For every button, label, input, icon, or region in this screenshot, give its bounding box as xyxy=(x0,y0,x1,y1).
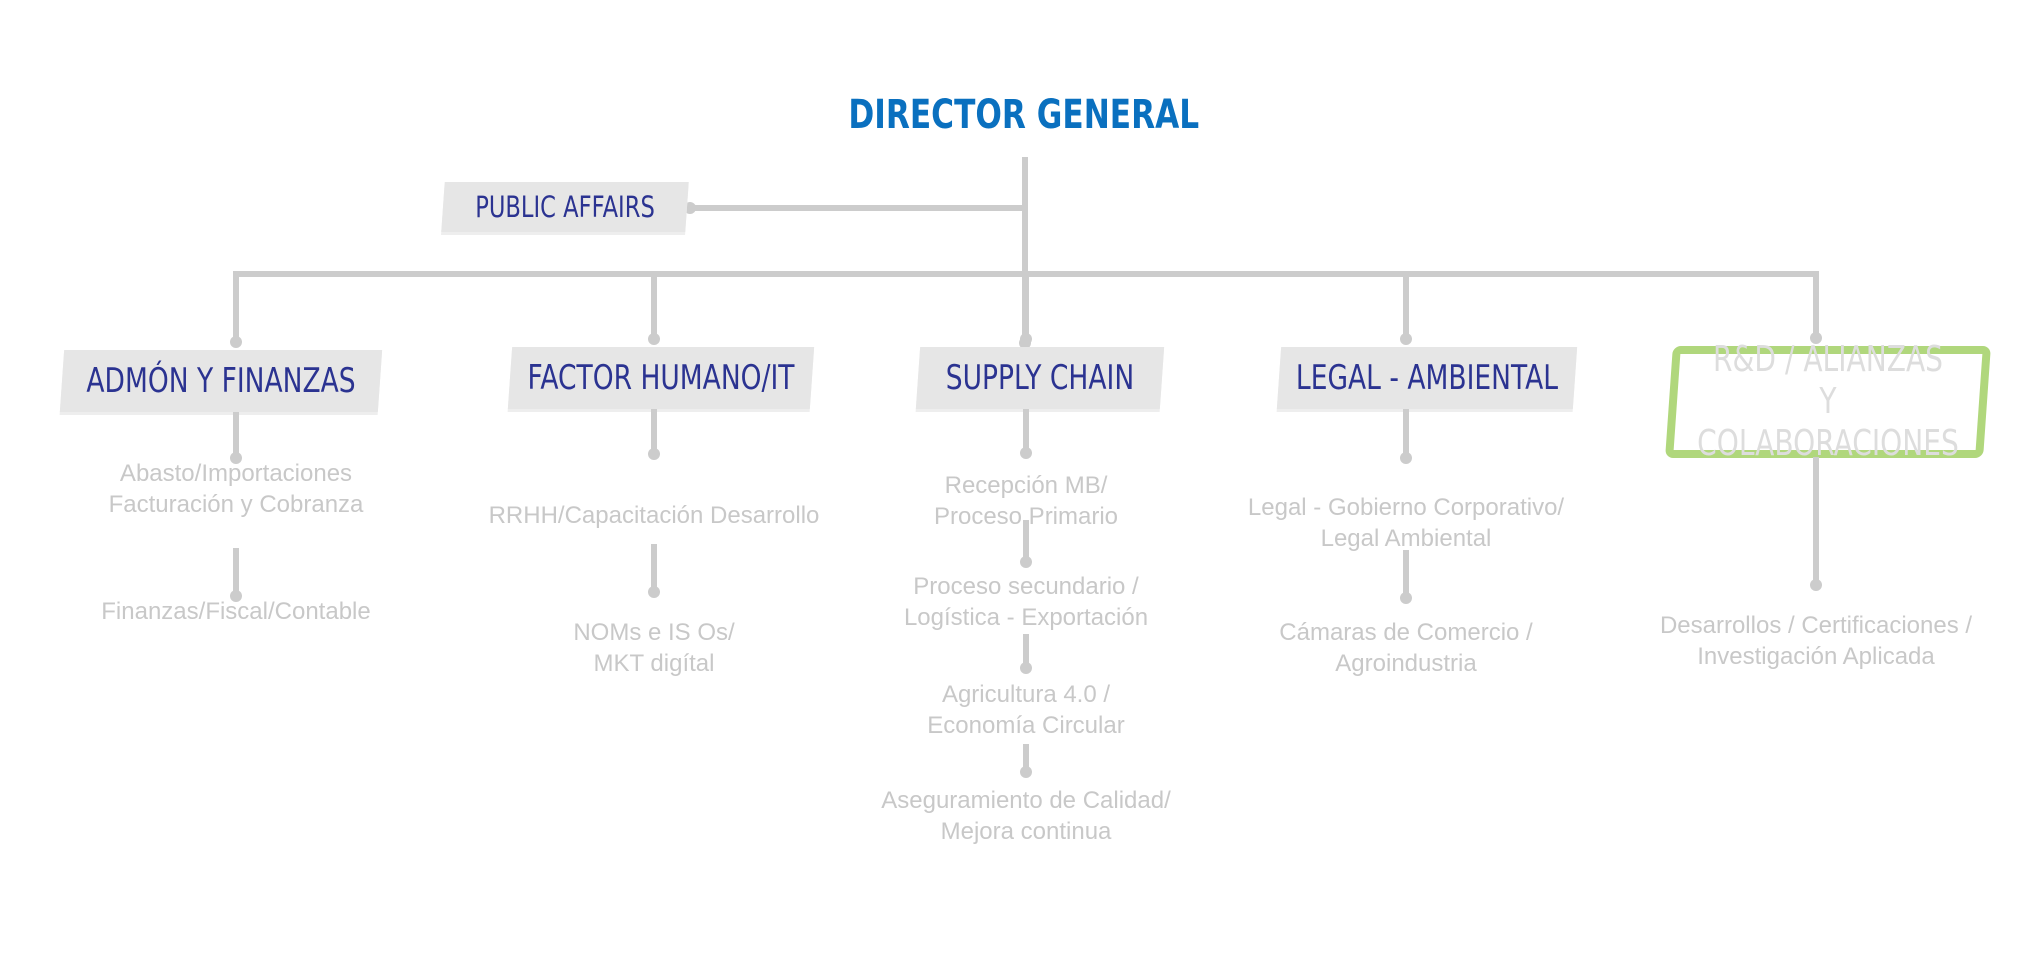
department-card[interactable]: SUPPLY CHAIN xyxy=(915,347,1165,409)
trunk-connector xyxy=(1022,157,1028,343)
sub-area-label: Cámaras de Comercio /Agroindustria xyxy=(1279,619,1533,677)
department-drop-connector xyxy=(1813,274,1819,338)
sub-area-label: Finanzas/Fiscal/Contable xyxy=(101,598,371,625)
sub-connector xyxy=(1403,550,1409,598)
department-label-line: R&D / ALIANZAS Y xyxy=(1713,339,1943,422)
public-affairs-card[interactable]: PUBLIC AFFAIRS xyxy=(441,182,689,232)
department-drop-dot xyxy=(1810,332,1822,344)
sub-connector-dot xyxy=(648,448,660,460)
department-card[interactable]: ADMÓN Y FINANZAS xyxy=(59,350,383,412)
department-label: ADMÓN Y FINANZAS xyxy=(86,361,356,401)
public-affairs-label: PUBLIC AFFAIRS xyxy=(475,190,655,224)
sub-connector xyxy=(1023,409,1029,453)
sub-area-label: Proceso secundario /Logística - Exportac… xyxy=(903,573,1149,631)
sub-connector-dot xyxy=(1400,452,1412,464)
department-drop-dot xyxy=(648,333,660,345)
department-card[interactable]: LEGAL - AMBIENTAL xyxy=(1276,347,1578,409)
sub-connector xyxy=(651,544,657,592)
department-label: LEGAL - AMBIENTAL xyxy=(1295,358,1559,398)
sub-connector xyxy=(651,409,657,454)
department-drop-connector xyxy=(1403,274,1409,339)
department-drop-dot xyxy=(230,336,242,348)
department-label-line: COLABORACIONES xyxy=(1697,423,1959,464)
sub-connector-dot xyxy=(1400,592,1412,604)
department-drop-connector xyxy=(651,274,657,339)
sub-connector xyxy=(1813,457,1819,585)
sub-connector-dot xyxy=(1020,447,1032,459)
department-drop-dot xyxy=(1400,333,1412,345)
department-drop-dot xyxy=(1020,333,1032,345)
sub-connector-dot xyxy=(1810,579,1822,591)
sub-area-label: Agricultura 4.0 /Economía Circular xyxy=(927,681,1125,739)
sub-connector-dot xyxy=(1020,556,1032,568)
department-label: FACTOR HUMANO/IT xyxy=(527,358,795,398)
department-label: SUPPLY CHAIN xyxy=(945,358,1135,398)
sub-area-label: NOMs e IS Os/MKT digítal xyxy=(573,619,735,677)
sub-area-label: Aseguramiento de Calidad/Mejora continua xyxy=(881,787,1171,845)
sub-connector-dot xyxy=(230,452,242,464)
sub-connector xyxy=(233,548,239,596)
department-card[interactable]: FACTOR HUMANO/IT xyxy=(507,347,815,409)
sub-connector xyxy=(1023,744,1029,772)
sub-connector xyxy=(233,412,239,458)
sub-connector-dot xyxy=(230,590,242,602)
sub-area-label: Legal - Gobierno Corporativo/Legal Ambie… xyxy=(1247,494,1565,552)
sub-connector-dot xyxy=(1020,662,1032,674)
director-general-title: DIRECTOR GENERAL xyxy=(848,92,1200,138)
department-drop-connector xyxy=(233,274,239,342)
public-affairs-connector xyxy=(690,205,1028,211)
sub-connector xyxy=(1403,409,1409,458)
sub-connector xyxy=(1023,634,1029,668)
sub-area-label: Desarrollos / Certificaciones /Investiga… xyxy=(1659,612,1973,670)
sub-connector xyxy=(1023,520,1029,562)
sub-connector-dot xyxy=(648,586,660,598)
department-drop-connector xyxy=(1023,274,1029,339)
sub-connector-dot xyxy=(1020,766,1032,778)
sub-area-label: RRHH/Capacitación Desarrollo xyxy=(488,502,820,529)
